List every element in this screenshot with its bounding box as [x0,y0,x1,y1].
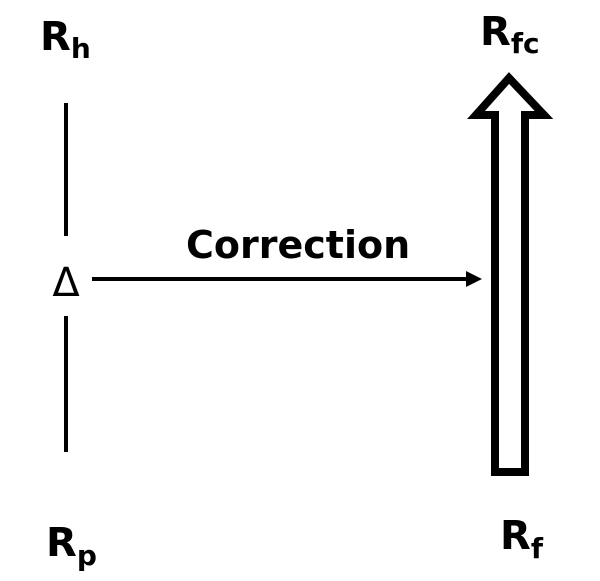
label-r-f-sub: f [531,532,544,565]
correction-arrowhead [466,271,482,287]
label-r-h-main: R [40,14,71,60]
label-r-fc-main: R [480,9,511,55]
delta-symbol: Δ [52,260,80,306]
correction-label: Correction [186,223,410,267]
label-r-f-main: R [500,513,531,559]
label-r-h-sub: h [71,32,91,65]
label-r-p: Rp [46,520,97,572]
label-r-f: Rf [500,513,544,565]
hollow-up-arrow [467,72,554,476]
label-r-fc: Rfc [480,9,540,60]
label-r-p-main: R [46,520,77,566]
label-r-fc-sub: fc [511,27,540,60]
label-r-h: Rh [40,14,91,65]
label-r-p-sub: p [77,539,97,572]
